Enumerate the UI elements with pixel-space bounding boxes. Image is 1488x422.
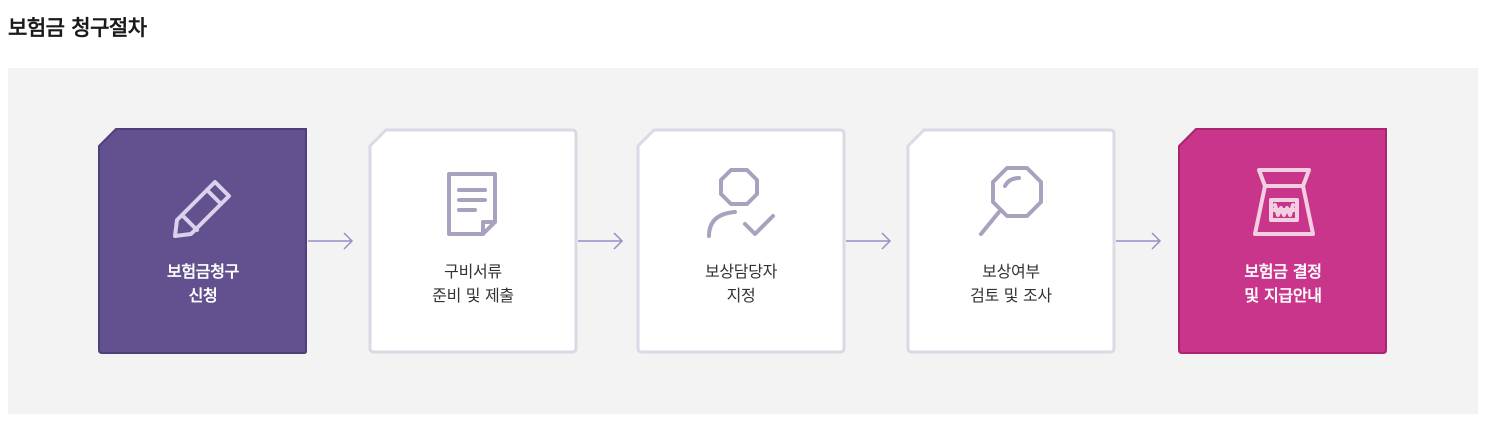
step-card-purple [98, 128, 307, 354]
step-review-investigation: 보상여부 검토 및 조사 [906, 128, 1116, 354]
step-card-white [368, 128, 578, 354]
page-title: 보험금 청구절차 [8, 16, 147, 40]
step-claim-application: 보험금청구 신청 [98, 128, 308, 354]
step-document-submission: 구비서류 준비 및 제출 [368, 128, 578, 354]
step-label: 구비서류 준비 및 제출 [432, 262, 514, 305]
arrow-right-icon [846, 232, 892, 250]
step-label: 보상여부 검토 및 조사 [970, 262, 1052, 305]
step-label: 보험금 결정 및 지급안내 [1244, 262, 1322, 305]
arrow-right-icon [578, 232, 624, 250]
step-label: 보상담당자 지정 [704, 262, 778, 305]
step-adjuster-assignment: 보상담당자 지정 [636, 128, 846, 354]
step-card-white [906, 128, 1116, 354]
step-label: 보험금청구 신청 [166, 262, 240, 305]
step-payment-decision: 보험금 결정 및 지급안내 [1178, 128, 1388, 354]
arrow-right-icon [308, 232, 354, 250]
magnifier-icon [979, 166, 1043, 236]
pencil-icon [173, 180, 231, 238]
step-card-white [636, 128, 846, 354]
money-bag-icon [1253, 168, 1315, 236]
person-check-icon [707, 168, 775, 238]
claim-process-panel: 보험금청구 신청 구비서류 준비 및 제출 [8, 68, 1478, 414]
arrow-right-icon [1116, 232, 1162, 250]
document-icon [447, 172, 497, 236]
step-card-magenta [1178, 128, 1387, 354]
